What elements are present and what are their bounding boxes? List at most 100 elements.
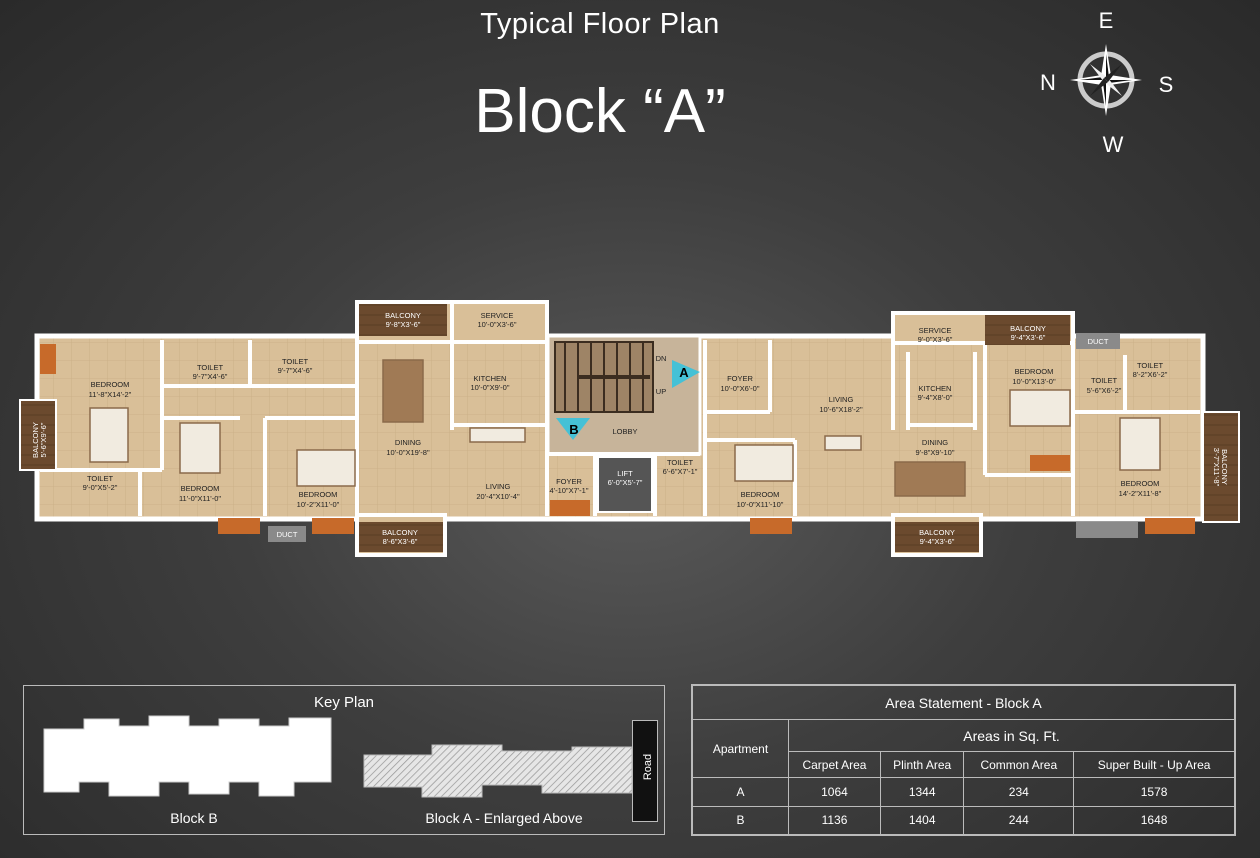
balcony-left	[19, 399, 57, 471]
duct2-label: DUCT	[1088, 337, 1109, 346]
balcony-top1-label: BALCONY	[385, 311, 421, 320]
foyer2-label: FOYER	[727, 374, 753, 383]
toilet4-dim: 6'-6"X7'-1"	[663, 467, 698, 476]
toilet5-dim: 5'-6"X6'-2"	[1087, 386, 1122, 395]
toilet4-label: TOILET	[667, 458, 694, 467]
balcony-left-label: BALCONY	[31, 422, 40, 458]
balcony-bot1-dim: 8'-6"X3'-6"	[383, 537, 418, 546]
toilet1-dim: 9'-7"X4'-6"	[193, 372, 228, 381]
compass-n: N	[1040, 70, 1056, 95]
areas-header: Areas in Sq. Ft.	[788, 719, 1235, 752]
col-common-area: Common Area	[963, 751, 1075, 778]
bedroom1-label: BEDROOM	[91, 380, 130, 389]
row-apartment: B	[692, 805, 789, 835]
dining2-dim: 9'-8"X9'-10"	[915, 448, 954, 457]
furniture	[89, 359, 1161, 497]
compass-s: S	[1159, 72, 1174, 97]
staircase	[554, 341, 654, 413]
balcony-bottom-1	[359, 522, 443, 552]
bedroom3-dim: 10'-2"X11'-0"	[297, 500, 340, 509]
col-super-built-up-area: Super Built - Up Area	[1073, 751, 1235, 778]
service2-label: SERVICE	[919, 326, 952, 335]
toilet6-label: TOILET	[1137, 361, 1164, 370]
bedroom1-dim: 11'-8"X14'-2"	[89, 390, 132, 399]
plan-title: Block “A”	[474, 77, 726, 146]
lift-shaft	[597, 456, 653, 513]
road-strip: Road	[632, 720, 658, 822]
room-labels: BALCONY 5'-6"X9'-6" BEDROOM 11'-8"X14'-2…	[31, 311, 1229, 546]
compass-rose-icon: E N S W	[1040, 8, 1174, 157]
entrance-marker-a	[672, 360, 700, 388]
toilet2-dim: 9'-7"X4'-6"	[278, 366, 313, 375]
duct1-label: DUCT	[277, 530, 298, 539]
bedroom6-dim: 14'-2"X11'-8"	[1119, 489, 1162, 498]
area-statement-table: Area Statement - Block A Apartment Areas…	[692, 685, 1235, 835]
compass-e: E	[1099, 8, 1114, 33]
lift-label: LIFT	[617, 469, 633, 478]
stair-up-label: UP	[656, 387, 666, 396]
toilet3-label: TOILET	[87, 474, 114, 483]
service1-dim: 10'-0"X3'-6"	[477, 320, 516, 329]
bedroom2-label: BEDROOM	[181, 484, 220, 493]
balcony-top2-label: BALCONY	[1010, 324, 1046, 333]
compass-w: W	[1103, 132, 1124, 157]
block-b-label: Block B	[170, 810, 218, 826]
row-plinth: 1344	[879, 777, 965, 807]
balcony-left-dim: 5'-6"X9'-6"	[39, 422, 48, 457]
stair-dn-label: DN	[656, 354, 667, 363]
balcony-bot1-label: BALCONY	[382, 528, 418, 537]
toilet1-label: TOILET	[197, 363, 224, 372]
foyer1-dim: 4'-10"X7'-1"	[549, 486, 588, 495]
bedroom4-label: BEDROOM	[741, 490, 780, 499]
row-common: 234	[963, 777, 1075, 807]
toilet5-label: TOILET	[1091, 376, 1118, 385]
balcony-top-1	[359, 304, 447, 336]
toilet6-dim: 8'-2"X6'-2"	[1133, 370, 1168, 379]
kitchen2-label: KITCHEN	[919, 384, 952, 393]
interior-walls	[40, 302, 1200, 516]
dining1-dim: 10'-0"X19'-8"	[386, 448, 430, 457]
row-carpet: 1136	[788, 805, 881, 835]
service1-label: SERVICE	[481, 311, 514, 320]
col-plinth-area: Plinth Area	[879, 751, 965, 778]
floor-plan: A B BALCONY 5'-6"X9'-6" BEDROOM 11'-8"X1…	[19, 300, 1240, 557]
bedroom4-dim: 10'-0"X11'-10"	[737, 500, 784, 509]
balcony-top-2	[985, 315, 1070, 345]
bedroom2-dim: 11'-0"X11'-0"	[179, 494, 221, 503]
marker-a-label: A	[679, 365, 689, 380]
dining1-label: DINING	[395, 438, 421, 447]
living2-dim: 10'-6"X18'-2"	[819, 405, 863, 414]
row-common: 244	[963, 805, 1075, 835]
bedroom6-label: BEDROOM	[1121, 479, 1160, 488]
table-row: B 1136 1404 244 1648	[692, 805, 1235, 835]
living1-label: LIVING	[486, 482, 511, 491]
table-row: A 1064 1344 234 1578	[692, 777, 1235, 807]
block-a-outline	[363, 744, 633, 798]
kitchen1-dim: 10'-0"X9'-0"	[470, 383, 509, 392]
key-plan-title: Key Plan	[313, 694, 375, 711]
bedroom3-label: BEDROOM	[299, 490, 338, 499]
living1-dim: 20'-4"X10'-4"	[476, 492, 520, 501]
row-carpet: 1064	[788, 777, 881, 807]
balcony-right-dim: 3'-7"X11'-8"	[1212, 448, 1221, 487]
area-statement-panel: Area Statement - Block A Apartment Areas…	[691, 684, 1236, 836]
marker-b-label: B	[569, 422, 578, 437]
toilet2-label: TOILET	[282, 357, 309, 366]
balcony-right-label: BALCONY	[1220, 449, 1229, 485]
balcony-bot2-label: BALCONY	[919, 528, 955, 537]
living2-label: LIVING	[829, 395, 854, 404]
col-carpet-area: Carpet Area	[788, 751, 881, 778]
entrance-marker-b	[556, 418, 590, 440]
bedroom5-label: BEDROOM	[1015, 367, 1054, 376]
kitchen2-dim: 9'-4"X8'-0"	[918, 393, 953, 402]
balcony-bot2-dim: 9'-4"X3'-6"	[920, 537, 955, 546]
key-plan-panel: Key Plan Block B Block A - Enlarged Abov…	[23, 685, 665, 835]
dining2-label: DINING	[922, 438, 948, 447]
balcony-right	[1202, 411, 1240, 523]
block-b-outline	[43, 715, 332, 797]
windows	[40, 344, 1195, 534]
kitchen1-label: KITCHEN	[474, 374, 507, 383]
row-apartment: A	[692, 777, 789, 807]
foyer1-label: FOYER	[556, 477, 582, 486]
row-plinth: 1404	[879, 805, 965, 835]
